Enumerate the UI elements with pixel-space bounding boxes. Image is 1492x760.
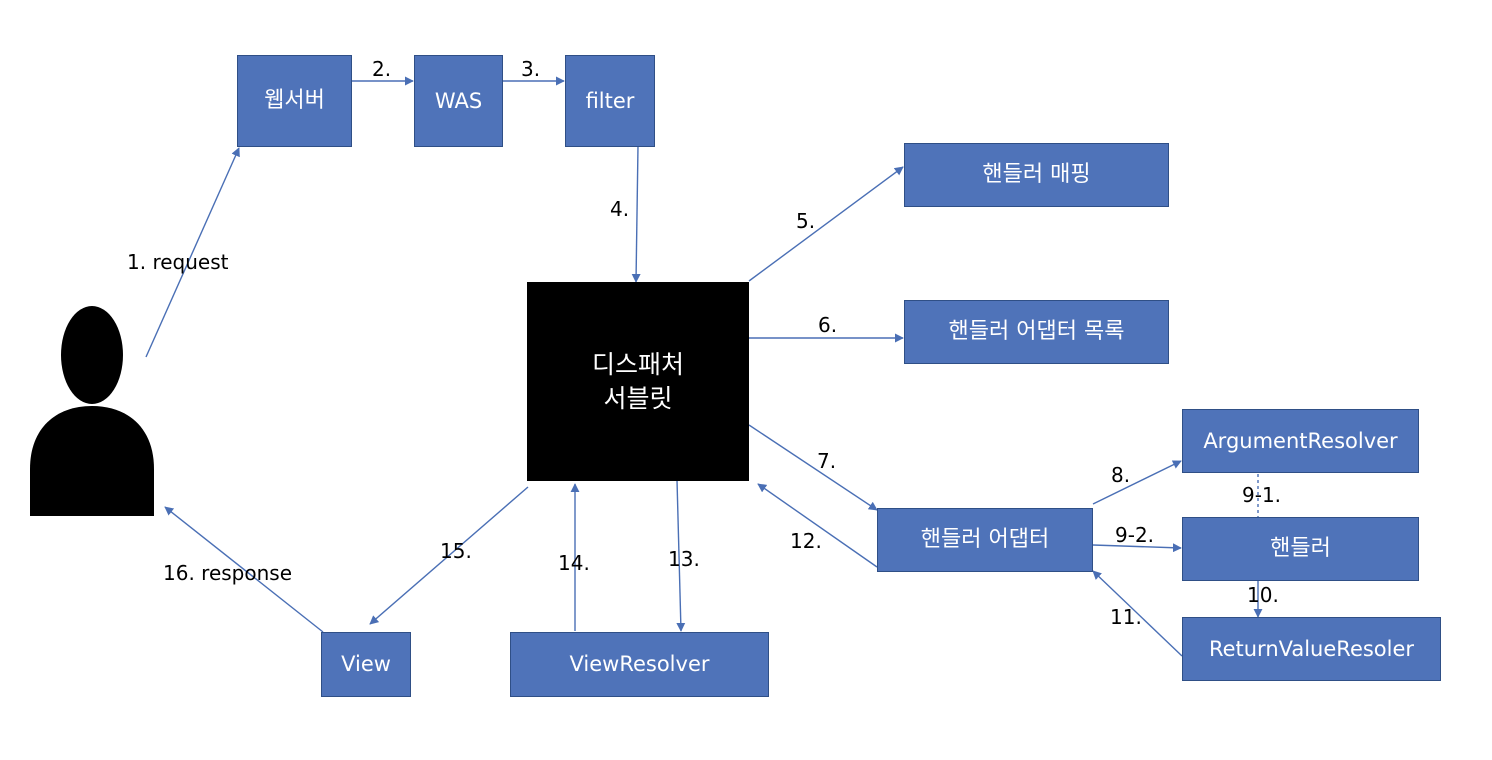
arrow-12 — [757, 483, 878, 568]
handler-adapter-box: 핸들러 어댑터 — [877, 508, 1093, 572]
arrow-4 — [631, 145, 641, 283]
step-13-label: 13. — [668, 547, 700, 571]
webserver-box: 웹서버 — [237, 55, 352, 147]
arrow-5 — [748, 166, 904, 282]
was-label: WAS — [434, 88, 483, 113]
dispatcher-servlet-box: 디스패처 서블릿 — [527, 282, 749, 481]
handler-label: 핸들러 — [1270, 536, 1331, 562]
dispatcher-label-line1: 디스패처 — [591, 349, 684, 379]
step-3-label: 3. — [521, 57, 541, 81]
step-16-label: 16. response — [163, 561, 293, 585]
was-box: WAS — [414, 55, 503, 147]
filter-box: filter — [565, 55, 655, 147]
handler-mapping-label: 핸들러 매핑 — [982, 162, 1091, 188]
argument-resolver-label: ArgumentResolver — [1203, 428, 1398, 453]
step-10-label: 10. — [1247, 583, 1279, 607]
user-icon — [30, 306, 154, 516]
view-resolver-label: ViewResolver — [569, 652, 710, 677]
step-11-label: 11. — [1110, 605, 1142, 629]
handler-adapter-list-label: 핸들러 어댑터 목록 — [948, 319, 1125, 345]
argument-resolver-box: ArgumentResolver — [1182, 409, 1419, 473]
step-6-label: 6. — [818, 313, 838, 337]
step-1-label: 1. request — [127, 250, 229, 274]
arrow-7 — [748, 424, 878, 511]
step-2-label: 2. — [372, 57, 392, 81]
step-9-1-label: 9-1. — [1242, 483, 1282, 507]
step-8-label: 8. — [1111, 463, 1131, 487]
step-5-label: 5. — [796, 209, 816, 233]
filter-label: filter — [585, 88, 635, 113]
step-14-label: 14. — [558, 551, 590, 575]
view-label: View — [341, 652, 391, 677]
arrow-8 — [1092, 460, 1182, 505]
step-4-label: 4. — [610, 197, 630, 221]
step-12-label: 12. — [790, 529, 822, 553]
view-box: View — [321, 632, 411, 697]
dispatcher-label-line2: 서블릿 — [603, 383, 673, 413]
handler-adapter-list-box: 핸들러 어댑터 목록 — [904, 300, 1169, 364]
webserver-label: 웹서버 — [264, 88, 325, 114]
step-7-label: 7. — [817, 449, 837, 473]
handler-mapping-box: 핸들러 매핑 — [904, 143, 1169, 207]
handler-adapter-label: 핸들러 어댑터 — [920, 527, 1050, 553]
return-value-resolver-label: ReturnValueResoler — [1208, 636, 1415, 661]
return-value-resolver-box: ReturnValueResoler — [1182, 617, 1441, 681]
step-9-2-label: 9-2. — [1115, 523, 1155, 547]
step-15-label: 15. — [440, 539, 472, 563]
view-resolver-box: ViewResolver — [510, 632, 769, 697]
handler-box: 핸들러 — [1182, 517, 1419, 581]
